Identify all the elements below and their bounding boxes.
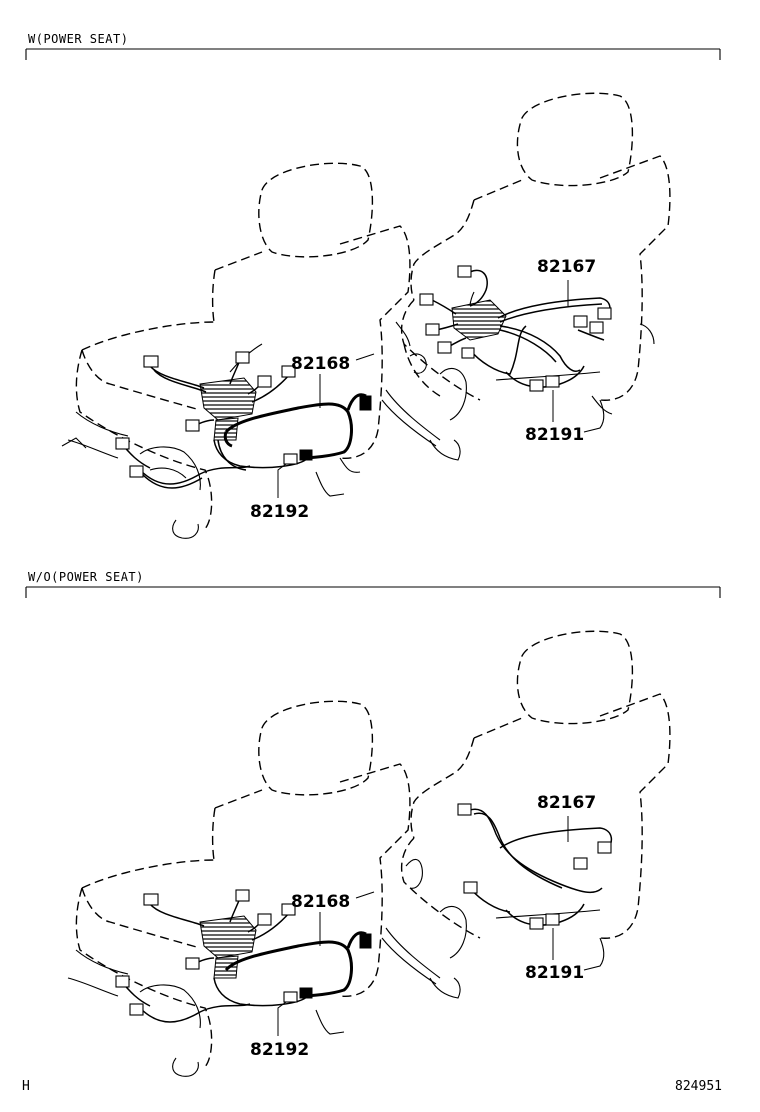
footer-diagram-number: 824951 (675, 1079, 722, 1094)
part-number-82167: 82167 (537, 793, 596, 813)
part-number-82167: 82167 (537, 257, 596, 277)
section-without-power-seat: W/O(POWER SEAT) (25, 570, 721, 1077)
footer-left-code: H (22, 1079, 30, 1094)
section-with-power-seat: W(POWER SEAT) 82167 82191 82168 82192 (25, 32, 721, 540)
part-number-82168: 82168 (291, 892, 350, 912)
part-number-82192: 82192 (250, 1040, 309, 1060)
part-number-82168: 82168 (291, 354, 350, 374)
part-number-82192: 82192 (250, 502, 309, 522)
part-number-82191: 82191 (525, 963, 584, 983)
part-number-82191: 82191 (525, 425, 584, 445)
section-label: W/O(POWER SEAT) (28, 570, 144, 584)
section-label: W(POWER SEAT) (28, 32, 128, 46)
seat-harness-illustration (60, 91, 672, 540)
seat-harness-illustration (67, 630, 671, 1077)
